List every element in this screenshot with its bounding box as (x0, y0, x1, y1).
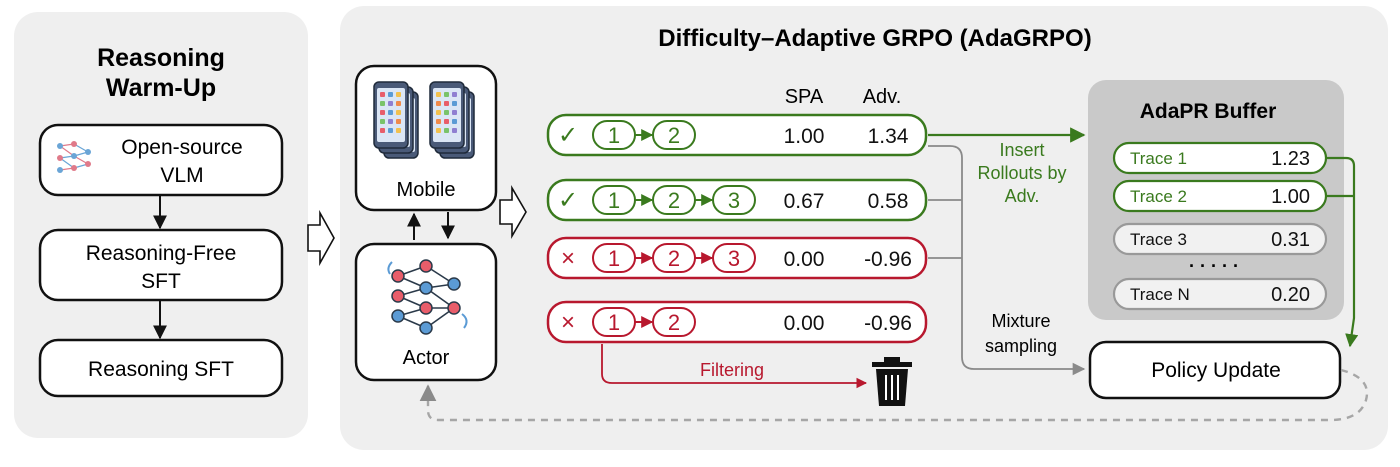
step-number: 1 (608, 188, 620, 213)
rollout-row: ✓ 1 2 1.00 1.34 (546, 113, 928, 157)
cross-icon: × (561, 245, 575, 272)
cross-icon: × (561, 309, 575, 336)
grpo-panel: Difficulty–Adaptive GRPO (AdaGRPO) Mobil… (340, 6, 1388, 450)
trace-name: Trace 3 (1130, 230, 1187, 249)
spa-value: 0.00 (784, 312, 825, 335)
rollout-list: ✓ 1 2 1.00 1.34 ✓ 1 2 3 0.67 0.58 × 1 2 3 0.00 -0.96 × 1 2 0… (546, 113, 928, 344)
mixture-connectors (928, 145, 1086, 376)
col-header-spa: SPA (785, 86, 824, 108)
phone-icon (373, 81, 409, 149)
step-node: 1 (592, 243, 636, 273)
step-node: 2 (652, 307, 696, 337)
open-source-vlm-line1: Open-source (121, 136, 242, 159)
step-number: 1 (608, 246, 620, 271)
reasoning-sft-label: Reasoning SFT (88, 358, 234, 381)
step-node: 1 (592, 120, 636, 150)
step-node: 2 (652, 243, 696, 273)
filtering-arrow (601, 344, 868, 389)
reasoning-sft-box (38, 338, 284, 398)
adv-value: -0.96 (864, 248, 912, 271)
adv-value: 0.58 (868, 190, 909, 213)
insert-label-line3: Adv. (1005, 186, 1040, 206)
warmup-panel: Reasoning Warm-Up Open-source VLM Rea (14, 12, 308, 438)
insert-label-line2: Rollouts by (977, 163, 1066, 183)
actor-label: Actor (403, 347, 450, 369)
hollow-arrow-warmup-to-grpo (307, 209, 335, 267)
filtering-label: Filtering (700, 360, 764, 380)
actor-network-icon (387, 259, 468, 335)
step-number: 3 (728, 246, 740, 271)
trace-value: 0.31 (1271, 229, 1310, 251)
insert-label-line1: Insert (999, 140, 1044, 160)
rollout-row: ✓ 1 2 3 0.67 0.58 (546, 178, 928, 222)
trash-icon (872, 357, 912, 406)
feedback-loop (419, 368, 1369, 422)
phone-stack-icon (373, 81, 475, 159)
step-number: 2 (668, 123, 680, 148)
reasoning-free-sft-box (38, 228, 284, 302)
policy-update-label: Policy Update (1151, 359, 1281, 382)
open-source-vlm-box (38, 123, 284, 197)
col-header-adv: Adv. (863, 86, 902, 108)
check-icon: ✓ (558, 187, 578, 214)
spa-value: 0.67 (784, 190, 825, 213)
trace-item: Trace 1 1.23 (1112, 141, 1328, 175)
check-icon: ✓ (558, 122, 578, 149)
reasoning-free-sft-line2: SFT (141, 270, 181, 293)
buffer-title: AdaPR Buffer (1140, 100, 1277, 123)
trace-value: 0.20 (1271, 284, 1310, 306)
step-number: 1 (608, 310, 620, 335)
step-node: 1 (592, 307, 636, 337)
trace-item: Trace 2 1.00 (1112, 179, 1328, 213)
spa-value: 1.00 (784, 125, 825, 148)
trace-name: Trace 2 (1130, 187, 1187, 206)
trace-item: Trace N 0.20 (1112, 277, 1328, 311)
step-node: 3 (712, 243, 756, 273)
adv-value: 1.34 (868, 125, 909, 148)
warmup-title-line1: Reasoning (97, 44, 225, 72)
grpo-title: Difficulty–Adaptive GRPO (AdaGRPO) (658, 25, 1091, 52)
phone-icon (429, 81, 465, 149)
rollout-row: × 1 2 3 0.00 -0.96 (546, 236, 928, 280)
step-number: 2 (668, 246, 680, 271)
policy-update-box (1088, 340, 1342, 400)
rollout-row: × 1 2 0.00 -0.96 (546, 300, 928, 344)
trace-to-policy-connectors (1326, 156, 1359, 348)
trace-value: 1.23 (1271, 148, 1310, 170)
warmup-title-line2: Warm-Up (106, 74, 216, 102)
buffer-ellipsis: · · · · · (1189, 256, 1239, 276)
mixture-label-line1: Mixture (991, 311, 1050, 331)
trace-name: Trace 1 (1130, 149, 1187, 168)
trace-name: Trace N (1130, 285, 1190, 304)
step-node: 2 (652, 185, 696, 215)
reasoning-free-sft-line1: Reasoning-Free (86, 242, 237, 265)
mixture-label-line2: sampling (985, 336, 1057, 356)
step-number: 2 (668, 188, 680, 213)
step-node: 2 (652, 120, 696, 150)
hollow-arrow-to-rollouts (499, 185, 527, 239)
spa-value: 0.00 (784, 248, 825, 271)
step-number: 2 (668, 310, 680, 335)
step-node: 3 (712, 185, 756, 215)
trace-item: Trace 3 0.31 (1112, 222, 1328, 256)
adv-value: -0.96 (864, 312, 912, 335)
step-node: 1 (592, 185, 636, 215)
mobile-label: Mobile (397, 179, 456, 201)
step-number: 1 (608, 123, 620, 148)
trace-value: 1.00 (1271, 186, 1310, 208)
step-number: 3 (728, 188, 740, 213)
neural-net-icon (57, 141, 91, 173)
open-source-vlm-line2: VLM (160, 164, 203, 187)
